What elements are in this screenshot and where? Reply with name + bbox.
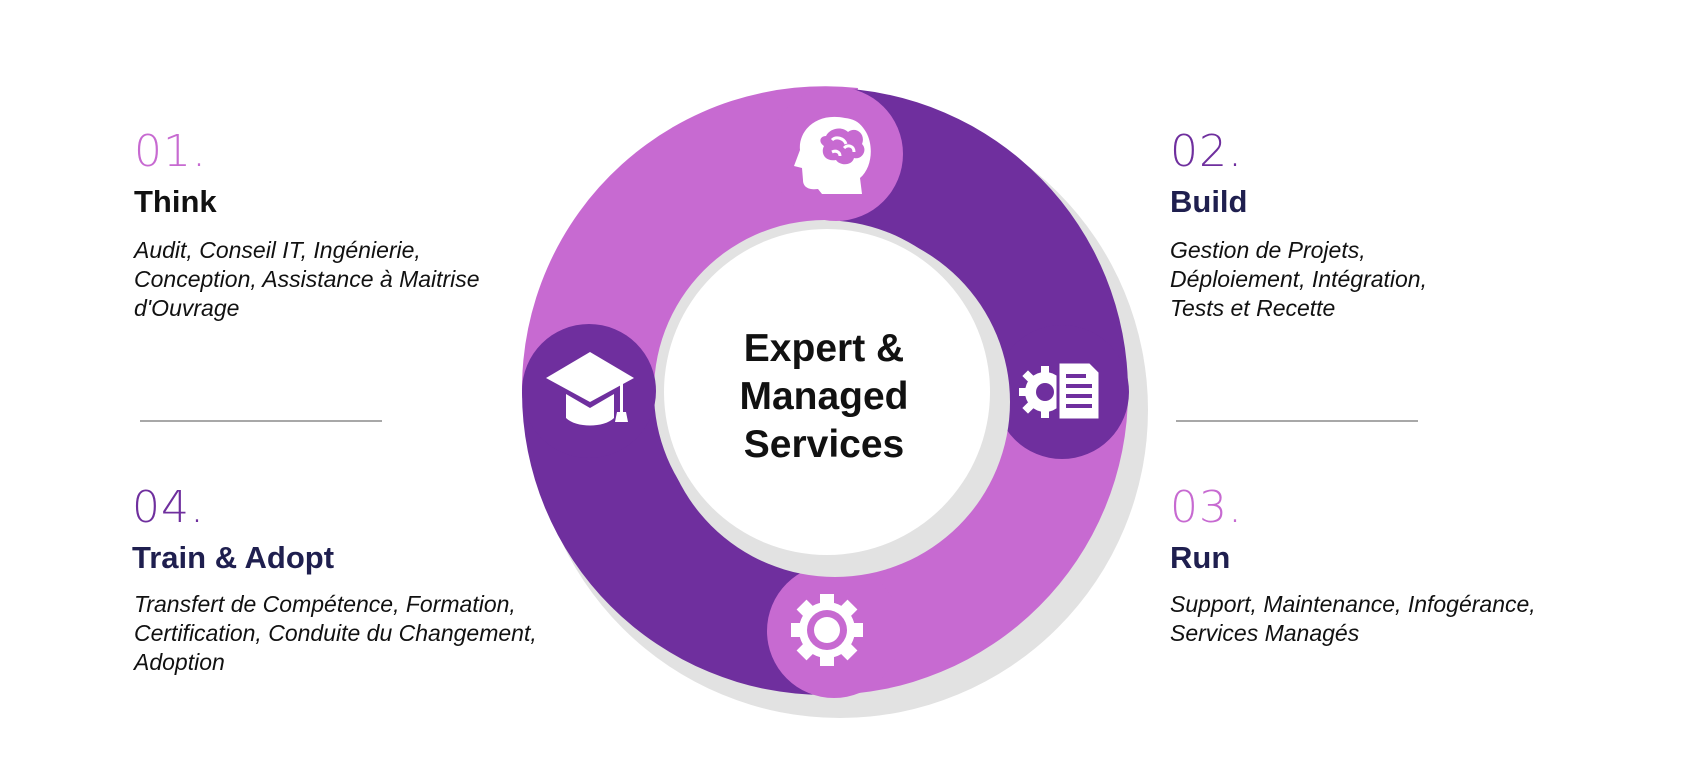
divider-right bbox=[1176, 420, 1418, 422]
center-title: Expert & Managed Services bbox=[690, 325, 958, 469]
gear-document-icon bbox=[1019, 360, 1102, 422]
step-title-train-adopt: Train & Adopt bbox=[132, 540, 335, 575]
step-description-run: Support, Maintenance, Infogérance, Servi… bbox=[1170, 590, 1536, 648]
step-number-think: 01. bbox=[134, 126, 207, 177]
step-title-think: Think bbox=[134, 184, 217, 219]
step-description-line: Audit, Conseil IT, Ingénierie, bbox=[134, 237, 421, 263]
segment-run bbox=[825, 392, 1128, 695]
graduation-cap-icon bbox=[546, 352, 634, 426]
step-number-build: 02. bbox=[1170, 126, 1243, 177]
brain-head-icon bbox=[794, 116, 871, 194]
step-number-run: 03. bbox=[1170, 482, 1243, 533]
step-description-line: Tests et Recette bbox=[1170, 295, 1336, 321]
step-description-train-adopt: Transfert de Compétence, Formation, Cert… bbox=[134, 590, 537, 677]
center-line-1: Expert & bbox=[743, 327, 905, 370]
step-description-line: Conception, Assistance à Maitrise bbox=[134, 266, 480, 292]
inner-circle bbox=[664, 229, 990, 555]
step-title-run: Run bbox=[1170, 540, 1231, 575]
step-description-line: d'Ouvrage bbox=[134, 295, 240, 321]
center-line-3: Services bbox=[743, 423, 905, 466]
step-description-think: Audit, Conseil IT, Ingénierie, Conceptio… bbox=[134, 236, 480, 323]
step-number-train-adopt: 04. bbox=[132, 482, 205, 533]
center-line-2: Managed bbox=[739, 375, 909, 418]
step-description-line: Certification, Conduite du Changement, bbox=[134, 620, 537, 646]
step-description-line: Adoption bbox=[134, 649, 225, 675]
step-title-build: Build bbox=[1170, 184, 1248, 219]
step-description-line: Services Managés bbox=[1170, 620, 1360, 646]
step-description-build: Gestion de Projets, Déploiement, Intégra… bbox=[1170, 236, 1427, 323]
step-description-line: Support, Maintenance, Infogérance, bbox=[1170, 591, 1536, 617]
segment-build bbox=[830, 88, 1129, 392]
step-description-line: Déploiement, Intégration, bbox=[1170, 266, 1427, 292]
step-description-line: Gestion de Projets, bbox=[1170, 237, 1366, 263]
gear-icon bbox=[791, 594, 863, 666]
segment-train bbox=[522, 392, 825, 695]
step-description-line: Transfert de Compétence, Formation, bbox=[134, 591, 516, 617]
divider-left bbox=[140, 420, 382, 422]
